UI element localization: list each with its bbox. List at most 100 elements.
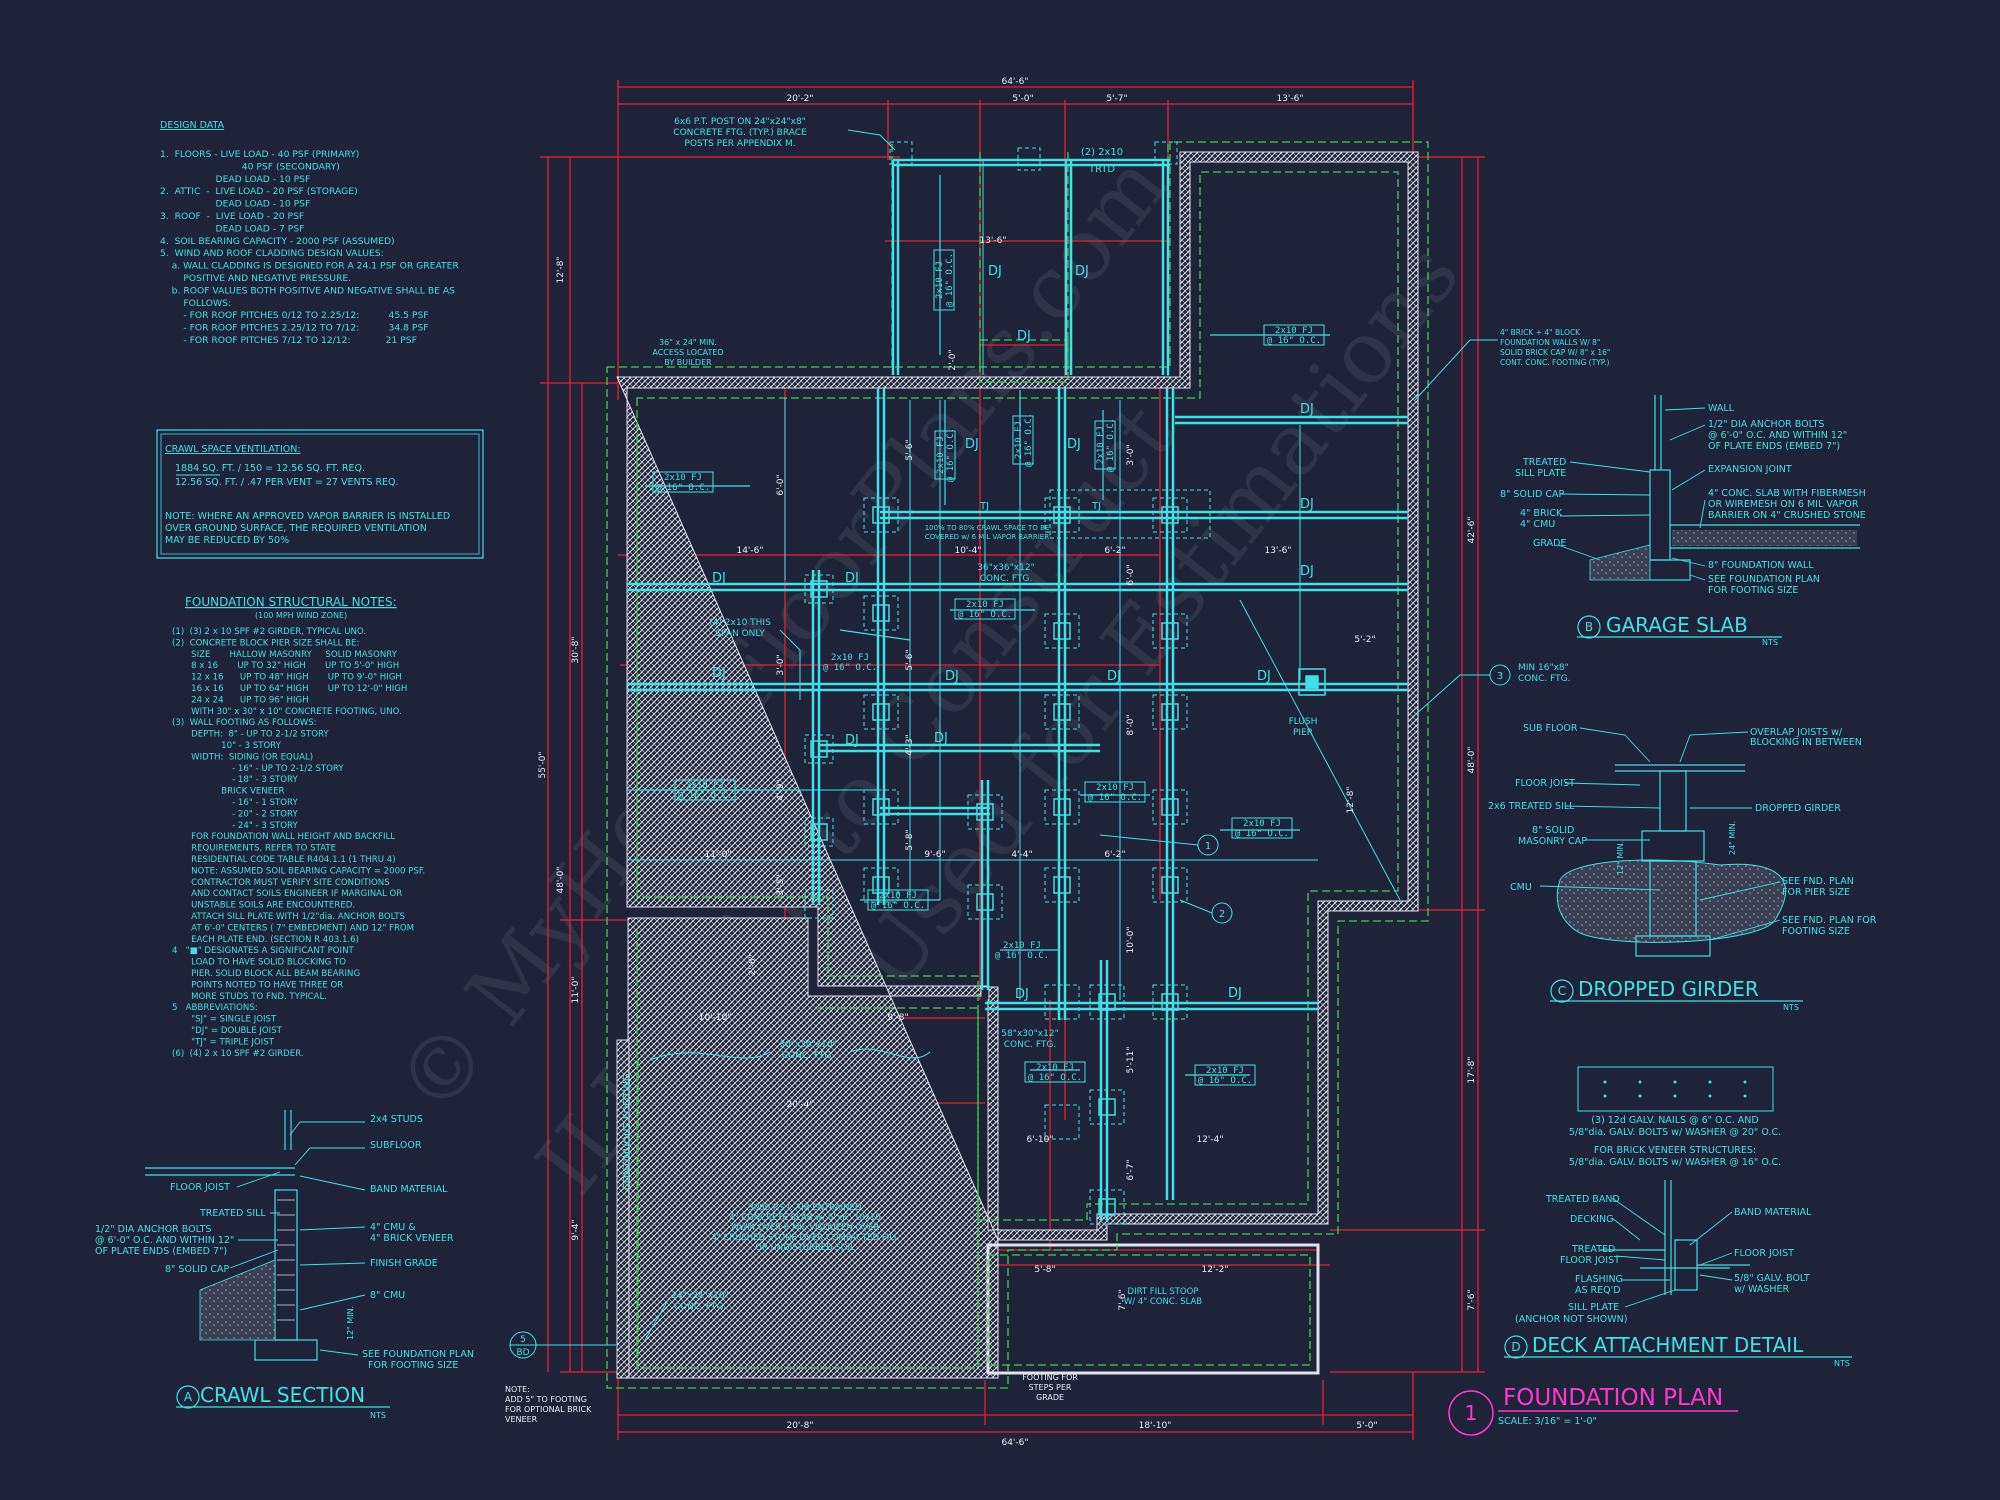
svg-text:@ 16" O.C.: @ 16" O.C. [958, 610, 1012, 620]
svg-text:6x6 P.T. POST ON 24"x24"x8": 6x6 P.T. POST ON 24"x24"x8" [674, 117, 806, 127]
svg-text:A: A [184, 1390, 193, 1404]
svg-text:1884 SQ. FT. / 150 =: 1884 SQ. FT. / 150 = 12.56 SQ. FT. REQ. [175, 463, 365, 474]
svg-text:GRADE: GRADE [1036, 1393, 1064, 1402]
svg-text:FLASHING: FLASHING [1575, 1274, 1623, 1285]
svg-text:ACCESS LOCATED: ACCESS LOCATED [652, 348, 723, 357]
svg-text:OR UNDISTURBED SOIL: OR UNDISTURBED SOIL [755, 1243, 855, 1253]
svg-text:@ 16" O.C.: @ 16" O.C. [1024, 413, 1034, 467]
svg-text:48'-0": 48'-0" [1467, 746, 1477, 773]
note-line: FOR FOUNDATION WALL HEIGHT AND BACKFILL [172, 832, 395, 842]
note-line: REQUIREMENTS, REFER TO STATE [172, 844, 336, 854]
svg-text:12" MIN.: 12" MIN. [1616, 841, 1625, 875]
svg-text:5/8"dia. GALV. BOLTS w/ WASHER: 5/8"dia. GALV. BOLTS w/ WASHER @ 16" O.C… [1569, 1157, 1781, 1168]
svg-text:GARAGE SLAB: GARAGE SLAB [1606, 613, 1748, 637]
svg-text:2x4 STUDS: 2x4 STUDS [370, 1114, 423, 1125]
svg-text:OVER GROUND SURFACE, THE REQUI: OVER GROUND SURFACE, THE REQUIRED VENTIL… [165, 523, 427, 534]
svg-text:TREATED: TREATED [1522, 457, 1566, 468]
joist-tags: 2x10 FJ @ 16" O.C. 2x10 FJ @ 16" O.C. 2x… [652, 249, 1325, 1086]
joist-tag: 2x10 FJ @ 16" O.C. [933, 249, 955, 311]
slab-note: 3000 P.S.I. AIR ENTRAINED 4" CONCRETE SL… [711, 1203, 899, 1253]
svg-text:5/8" GALV. BOLT: 5/8" GALV. BOLT [1734, 1273, 1810, 1284]
svg-text:BARRIER ON 4" CRUSHED STONE: BARRIER ON 4" CRUSHED STONE [1708, 510, 1866, 521]
svg-text:DJ: DJ [845, 571, 859, 586]
svg-text:NTS: NTS [1783, 1003, 1799, 1012]
svg-text:48'-0": 48'-0" [556, 866, 566, 893]
svg-text:OF PLATE ENDS (EMBED 7"): OF PLATE ENDS (EMBED 7") [95, 1246, 227, 1257]
note-line: 4 "■" DESIGNATES A SIGNIFICANT POINT [172, 946, 355, 956]
svg-text:1/2" DIA ANCHOR BOLTS: 1/2" DIA ANCHOR BOLTS [1708, 419, 1824, 430]
svg-text:3000 P.S.I. AIR ENTRAINED: 3000 P.S.I. AIR ENTRAINED [749, 1203, 862, 1213]
note-line: CONTRACTOR MUST VERIFY SITE CONDITIONS [172, 878, 390, 888]
svg-text:2x10 FJ: 2x10 FJ [1275, 326, 1313, 336]
stoop-note: DIRT FILL STOOP W/ 4" CONC. SLAB [1124, 1287, 1202, 1307]
note-line: 2. ATTIC - LIVE LOAD - 20 PSF (STORAGE) [160, 186, 358, 197]
svg-text:FOR OPTIONAL BRICK: FOR OPTIONAL BRICK [505, 1405, 592, 1414]
joist-tag: 2x10 FJ @ 16" O.C. [1012, 413, 1034, 467]
svg-text:2'-0": 2'-0" [948, 349, 958, 370]
svg-text:12" MIN.: 12" MIN. [346, 1306, 355, 1340]
svg-text:5: 5 [520, 1335, 526, 1345]
note-line: FOLLOWS: [160, 298, 231, 309]
svg-text:58"x30"x12": 58"x30"x12" [1001, 1029, 1058, 1039]
svg-text:1: 1 [1205, 841, 1211, 852]
foundation-notes-title: FOUNDATION STRUCTURAL NOTES: [185, 595, 397, 609]
svg-text:5/8"dia. GALV. BOLTS w/ WASHER: 5/8"dia. GALV. BOLTS w/ WASHER @ 20" O.C… [1569, 1127, 1781, 1138]
note-line: DEPTH: 8" - UP TO 2-1/2 STORY [172, 730, 329, 740]
svg-text:SPAN ONLY: SPAN ONLY [715, 629, 765, 639]
svg-text:DJ: DJ [1300, 402, 1314, 417]
detail-d-title: D DECK ATTACHMENT DETAIL NTS [1504, 1333, 1852, 1368]
svg-text:8" FOUNDATION WALL: 8" FOUNDATION WALL [1708, 560, 1814, 571]
svg-text:3'-5": 3'-5" [776, 874, 786, 895]
svg-text:20'-8": 20'-8" [786, 1421, 813, 1431]
svg-text:FLOOR JOIST: FLOOR JOIST [170, 1182, 230, 1193]
svg-text:5'-6": 5'-6" [905, 439, 915, 460]
callout-1: 1 [1099, 834, 1219, 856]
svg-text:DJ: DJ [988, 264, 1002, 279]
svg-text:64'-6": 64'-6" [1001, 77, 1028, 87]
design-data: DESIGN DATA 1. FLOORS - LIVE LOAD - 40 P… [160, 120, 459, 346]
svg-text:SOLID BRICK CAP W/ 8" x 16": SOLID BRICK CAP W/ 8" x 16" [1500, 348, 1610, 357]
svg-text:14'-6": 14'-6" [736, 546, 763, 556]
svg-text:DJ: DJ [1257, 669, 1271, 684]
svg-text:DJ: DJ [1107, 669, 1121, 684]
svg-text:3'-0": 3'-0" [776, 654, 786, 675]
svg-text:@ 16" O.C.: @ 16" O.C. [1088, 793, 1142, 803]
svg-text:18'-10": 18'-10" [1139, 1421, 1172, 1431]
svg-text:NOTE: WHERE AN APPROVED VAPOR: NOTE: WHERE AN APPROVED VAPOR BARRIER IS… [165, 511, 450, 522]
svg-text:CONC. FTG.: CONC. FTG. [1518, 674, 1570, 684]
svg-text:2x6 TREATED SILL: 2x6 TREATED SILL [1488, 801, 1575, 812]
svg-text:CRAWL SECTION: CRAWL SECTION [200, 1383, 365, 1407]
svg-text:NTS: NTS [370, 1411, 386, 1420]
svg-text:8" SOLID CAP: 8" SOLID CAP [165, 1264, 230, 1275]
svg-text:BY BUILDER: BY BUILDER [664, 358, 712, 367]
svg-text:CRAWL SPACE VENTILATION:: CRAWL SPACE VENTILATION: [165, 444, 301, 455]
svg-text:36" x 24" MIN.: 36" x 24" MIN. [659, 338, 717, 347]
note-line: 3. ROOF - LIVE LOAD - 20 PSF [160, 211, 304, 222]
svg-text:8" CMU: 8" CMU [370, 1290, 405, 1301]
detail-b-title: B GARAGE SLAB NTS [1577, 613, 1782, 647]
svg-text:9'-6": 9'-6" [924, 850, 945, 860]
svg-text:NTS: NTS [1834, 1359, 1850, 1368]
note-line: - FOR ROOF PITCHES 2.25/12 TO 7/12: 34.8… [160, 323, 429, 334]
access-note: 36" x 24" MIN. ACCESS LOCATED BY BUILDER [652, 338, 723, 367]
note-line: (1) (3) 2 x 10 SPF #2 GIRDER, TYPICAL UN… [172, 627, 366, 637]
joist-tag: 2x10 FJ @ 16" O.C. [652, 471, 714, 493]
svg-text:2'-6": 2'-6" [748, 954, 758, 975]
svg-text:13'-6": 13'-6" [979, 236, 1006, 246]
svg-text:10'-10": 10'-10" [699, 1013, 732, 1023]
svg-text:FOUNDATION WALLS W/ 8": FOUNDATION WALLS W/ 8" [1500, 338, 1600, 347]
note-line: (6) (4) 2 x 10 SPF #2 GIRDER. [172, 1049, 304, 1059]
svg-text:4" CONC. SLAB WITH FIBERMESH: 4" CONC. SLAB WITH FIBERMESH [1708, 488, 1866, 499]
flush-pier: FLUSH PIER [1289, 717, 1318, 738]
plan-title-block: 1 FOUNDATION PLAN SCALE: 3/16" = 1'-0" [1448, 1385, 1738, 1436]
note-line: "SJ" = SINGLE JOIST [172, 1015, 277, 1025]
svg-text:OVERLAP JOISTS w/: OVERLAP JOISTS w/ [1750, 727, 1843, 738]
note-line: 12 x 16 UP TO 48" HIGH UP TO 9'-0" HIGH [172, 673, 402, 683]
svg-text:2x10 FJ: 2x10 FJ [1096, 426, 1106, 464]
svg-text:10'-0": 10'-0" [1126, 926, 1136, 953]
svg-text:2x10 FJ: 2x10 FJ [1036, 1063, 1074, 1073]
svg-text:2x10 FJ: 2x10 FJ [686, 781, 724, 791]
svg-text:TJ: TJ [1091, 501, 1101, 512]
svg-text:5'-0": 5'-0" [1356, 1421, 1377, 1431]
svg-text:DJ: DJ [965, 437, 979, 452]
